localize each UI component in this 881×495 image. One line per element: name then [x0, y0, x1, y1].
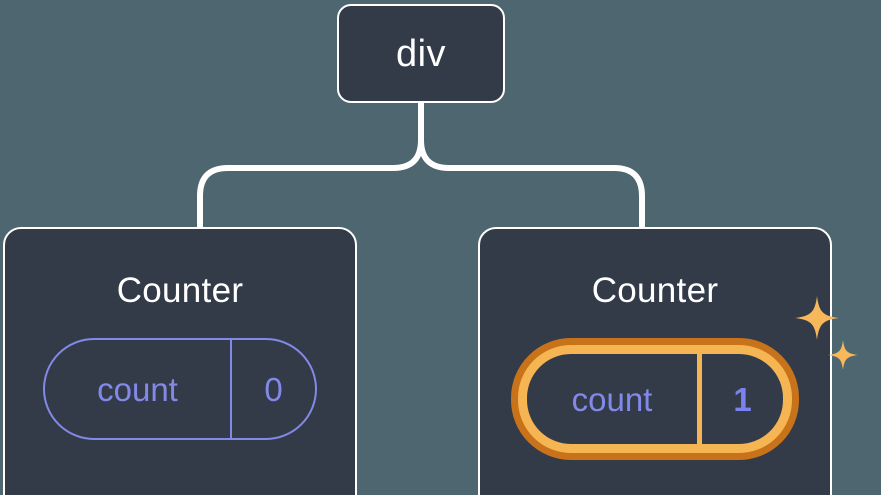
state-pill-left-key-cell: count: [45, 340, 230, 438]
sparkle-icon-large: [795, 296, 839, 340]
state-pill-right-inner-ring: count 1: [518, 345, 792, 453]
connector-to-right-child: [418, 100, 645, 231]
sparkle-icon-group: [795, 296, 858, 370]
node-counter-left-title: Counter: [116, 271, 244, 310]
state-pill-left[interactable]: count 0: [43, 338, 317, 440]
node-counter-right-title: Counter: [591, 271, 719, 310]
state-pill-right-value: 1: [733, 380, 752, 418]
sparkle-icon-small: [828, 340, 858, 370]
state-pill-right[interactable]: count 1: [511, 338, 799, 460]
state-pill-right-key: count: [571, 380, 653, 418]
state-pill-left-wrap: count 0: [43, 338, 317, 440]
state-pill-left-value: 0: [264, 370, 283, 408]
node-counter-left[interactable]: Counter count 0: [3, 227, 357, 495]
state-pill-right-value-cell: 1: [697, 354, 783, 444]
state-pill-left-value-cell: 0: [230, 340, 315, 438]
state-pill-right-key-cell: count: [527, 354, 697, 444]
node-div[interactable]: div: [337, 4, 505, 103]
state-pill-left-key: count: [97, 370, 178, 408]
connector-to-left-child: [197, 100, 424, 231]
node-div-label: div: [395, 32, 447, 75]
state-pill-right-wrap: count 1: [511, 296, 858, 460]
node-counter-right[interactable]: Counter count 1: [478, 227, 858, 495]
